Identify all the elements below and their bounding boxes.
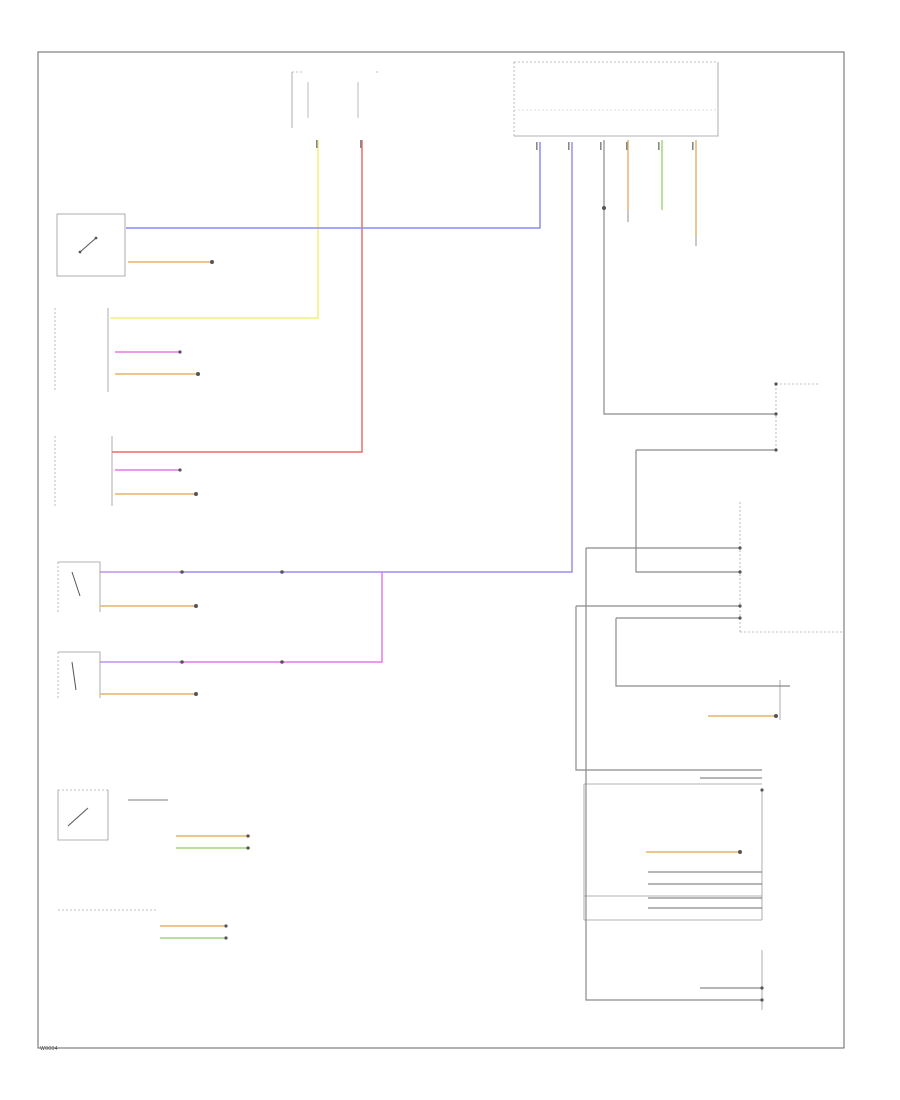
module-right-1 [775,383,820,452]
switch-module-5 [57,651,101,698]
switch-module-6 [57,789,168,841]
connector-pins [316,140,694,150]
diagram-frame [37,51,845,1049]
wires [100,140,776,939]
module-top-right [513,61,719,137]
splice-dot-icon [602,206,606,210]
wire-pink [112,140,363,453]
wire-yellow [110,140,319,319]
switch-module-1 [56,213,126,277]
splice-dots [178,206,778,1002]
wire-blue-top [126,142,541,229]
footer-id: W0004 [40,1046,58,1052]
wire-blue-long [182,142,573,573]
gray-wires [575,140,790,1001]
module-right-2 [739,502,842,633]
switch-module-4 [57,561,101,612]
wire-magenta [182,572,383,663]
fuse-block-top [291,66,380,128]
switch-icon [79,237,97,253]
ground-icon [627,210,697,246]
